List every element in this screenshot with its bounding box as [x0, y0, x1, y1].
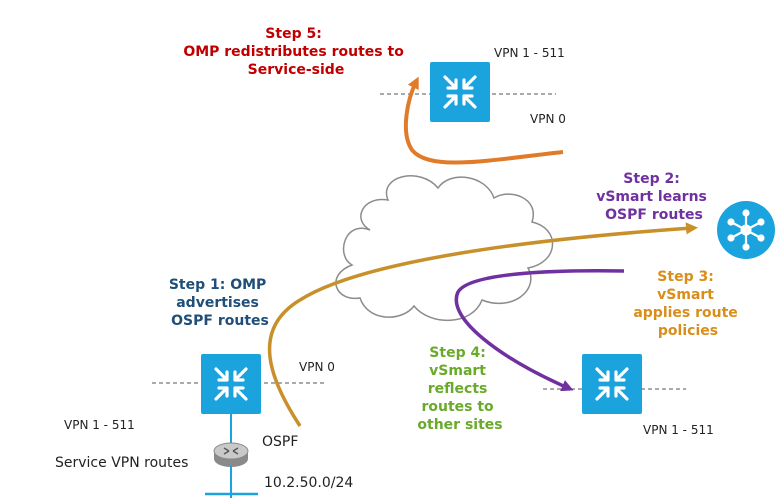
step5-label: Step 5: OMP redistributes routes to Serv…	[183, 26, 408, 78]
ospf-label: OSPF	[262, 434, 298, 450]
left-router-icon	[201, 354, 261, 414]
step3-label: Step 3: vSmart applies route policies	[633, 269, 742, 339]
step5-arrow	[403, 76, 564, 165]
left-vpn-service-label: VPN 1 - 511	[64, 418, 135, 432]
subnet-label: 10.2.50.0/24	[264, 475, 353, 491]
right-vpn-service-label: VPN 1 - 511	[643, 423, 714, 437]
right-router-icon	[582, 354, 642, 414]
service-router-icon	[213, 442, 249, 467]
service-routes-label: Service VPN routes	[55, 455, 188, 471]
step4-label: Step 4: vSmart reflects routes to other …	[417, 345, 502, 433]
step1-arrow	[267, 222, 698, 427]
top-vpn-service-label: VPN 1 - 511	[494, 46, 565, 60]
left-vpn-transport-label: VPN 0	[299, 360, 335, 374]
vsmart-controller-icon	[717, 201, 775, 259]
wan-cloud-icon	[335, 175, 554, 321]
top-router-icon	[430, 62, 490, 122]
top-vpn-transport-label: VPN 0	[530, 112, 566, 126]
step4-arrow	[454, 269, 625, 392]
step2-label: Step 2: vSmart learns OSPF routes	[596, 171, 712, 223]
step1-label: Step 1: OMP advertises OSPF routes	[169, 277, 271, 329]
